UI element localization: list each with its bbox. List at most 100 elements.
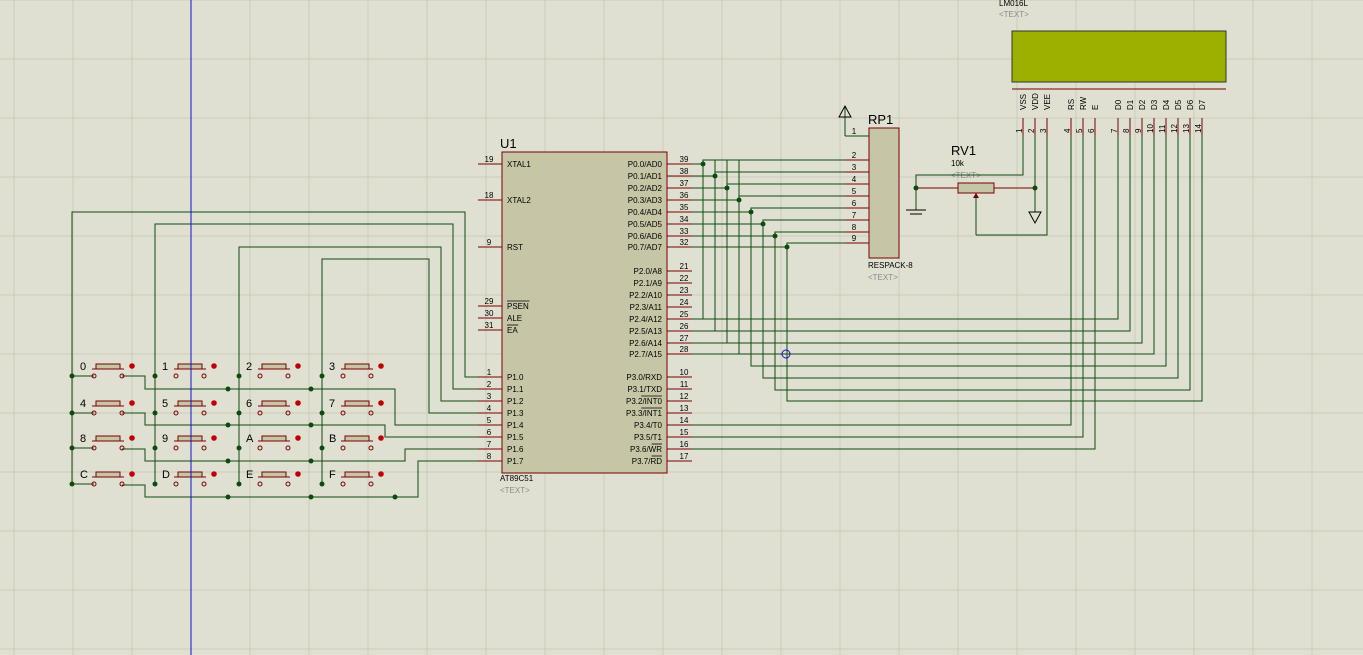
u1-pin-name: ALE xyxy=(507,314,522,323)
u1-pin-number: 19 xyxy=(485,155,494,164)
keypad-button-3[interactable]: 3 xyxy=(329,361,384,379)
u1-pin-name: P2.1/A9 xyxy=(634,279,663,288)
rp1-pin-number: 2 xyxy=(852,151,857,160)
u1-pin-name: P0.4/AD4 xyxy=(628,208,663,217)
ground-triangle-icon xyxy=(1028,188,1042,225)
lcd-pin-d1[interactable]: D18 xyxy=(1122,99,1135,135)
keypad-button-a[interactable]: A xyxy=(246,433,301,451)
lcd-pin-number: 6 xyxy=(1087,128,1096,133)
keypad-button-5[interactable]: 5 xyxy=(162,398,217,416)
keypad-button-0[interactable]: 0 xyxy=(80,361,135,379)
u1-pin-name: P1.1 xyxy=(507,385,524,394)
lcd-module[interactable]: LM016L <TEXT> VSS1VDD2VEE3RS4RW5E6D07D18… xyxy=(999,0,1227,135)
lcd-pin-rs[interactable]: RS4 xyxy=(1063,99,1076,135)
keypad-key-label: 3 xyxy=(329,361,335,373)
u1-pin-p1-0[interactable]: 1P1.0 xyxy=(478,368,524,382)
keypad-button-4[interactable]: 4 xyxy=(80,398,135,416)
keypad-button-2[interactable]: 2 xyxy=(246,361,301,379)
lcd-pin-name: VDD xyxy=(1031,93,1040,110)
keypad-button-1[interactable]: 1 xyxy=(162,361,217,379)
lcd-pin-e[interactable]: E6 xyxy=(1087,105,1100,135)
u1-pin-name: XTAL2 xyxy=(507,196,531,205)
keypad-key-label: D xyxy=(162,469,170,481)
keypad-button-9[interactable]: 9 xyxy=(162,433,217,451)
u1-pin-p1-6[interactable]: 7P1.6 xyxy=(478,440,524,454)
u1-pin-p1-5[interactable]: 6P1.5 xyxy=(478,428,524,442)
u1-pin-number: 18 xyxy=(485,191,494,200)
u1-pin-name: P1.6 xyxy=(507,445,524,454)
keypad-key-label: 4 xyxy=(80,398,86,410)
rv1-potentiometer[interactable]: RV1 10k <TEXT> xyxy=(906,143,1042,235)
u1-pin-p1-2[interactable]: 3P1.2 xyxy=(478,392,524,406)
u1-pin-p1-1[interactable]: 2P1.1 xyxy=(478,380,524,394)
u1-pin-name: P0.1/AD1 xyxy=(628,172,663,181)
rv1-ref-label: RV1 xyxy=(951,143,976,158)
rp1-pin-number: 3 xyxy=(852,163,857,172)
power-terminal-icon xyxy=(838,104,869,137)
lcd-pin-rw[interactable]: RW5 xyxy=(1075,96,1088,135)
rp1-text-hint: <TEXT> xyxy=(868,273,898,282)
u1-pin-p1-7[interactable]: 8P1.7 xyxy=(478,452,524,466)
keypad-button-7[interactable]: 7 xyxy=(329,398,384,416)
ground-icon xyxy=(906,188,926,215)
keypad-button-8[interactable]: 8 xyxy=(80,433,135,451)
keypad-button-6[interactable]: 6 xyxy=(246,398,301,416)
u1-microcontroller[interactable]: U1 AT89C51 <TEXT> 19XTAL118XTAL29RST29PS… xyxy=(478,136,692,495)
u1-pin-name: RST xyxy=(507,243,523,252)
u1-pin-number: 3 xyxy=(487,392,492,401)
keypad-button-f[interactable]: F xyxy=(329,469,384,487)
keypad-button-d[interactable]: D xyxy=(162,469,217,487)
rp1-pin-number: 1 xyxy=(852,127,857,136)
keypad-matrix[interactable]: 0 1 2 3 4 5 6 7 8 9 A B C D E F xyxy=(80,361,384,487)
u1-pin-p1-4[interactable]: 5P1.4 xyxy=(478,416,524,430)
lcd-pin-number: 5 xyxy=(1075,128,1084,133)
keypad-button-c[interactable]: C xyxy=(80,469,135,487)
u1-pin-number: 37 xyxy=(680,179,689,188)
keypad-button-e[interactable]: E xyxy=(246,469,301,487)
lcd-pin-d2[interactable]: D29 xyxy=(1134,99,1147,135)
lcd-pin-d0[interactable]: D07 xyxy=(1110,99,1123,135)
keypad-button-b[interactable]: B xyxy=(329,433,384,451)
u1-pin-p1-3[interactable]: 4P1.3 xyxy=(478,404,524,418)
